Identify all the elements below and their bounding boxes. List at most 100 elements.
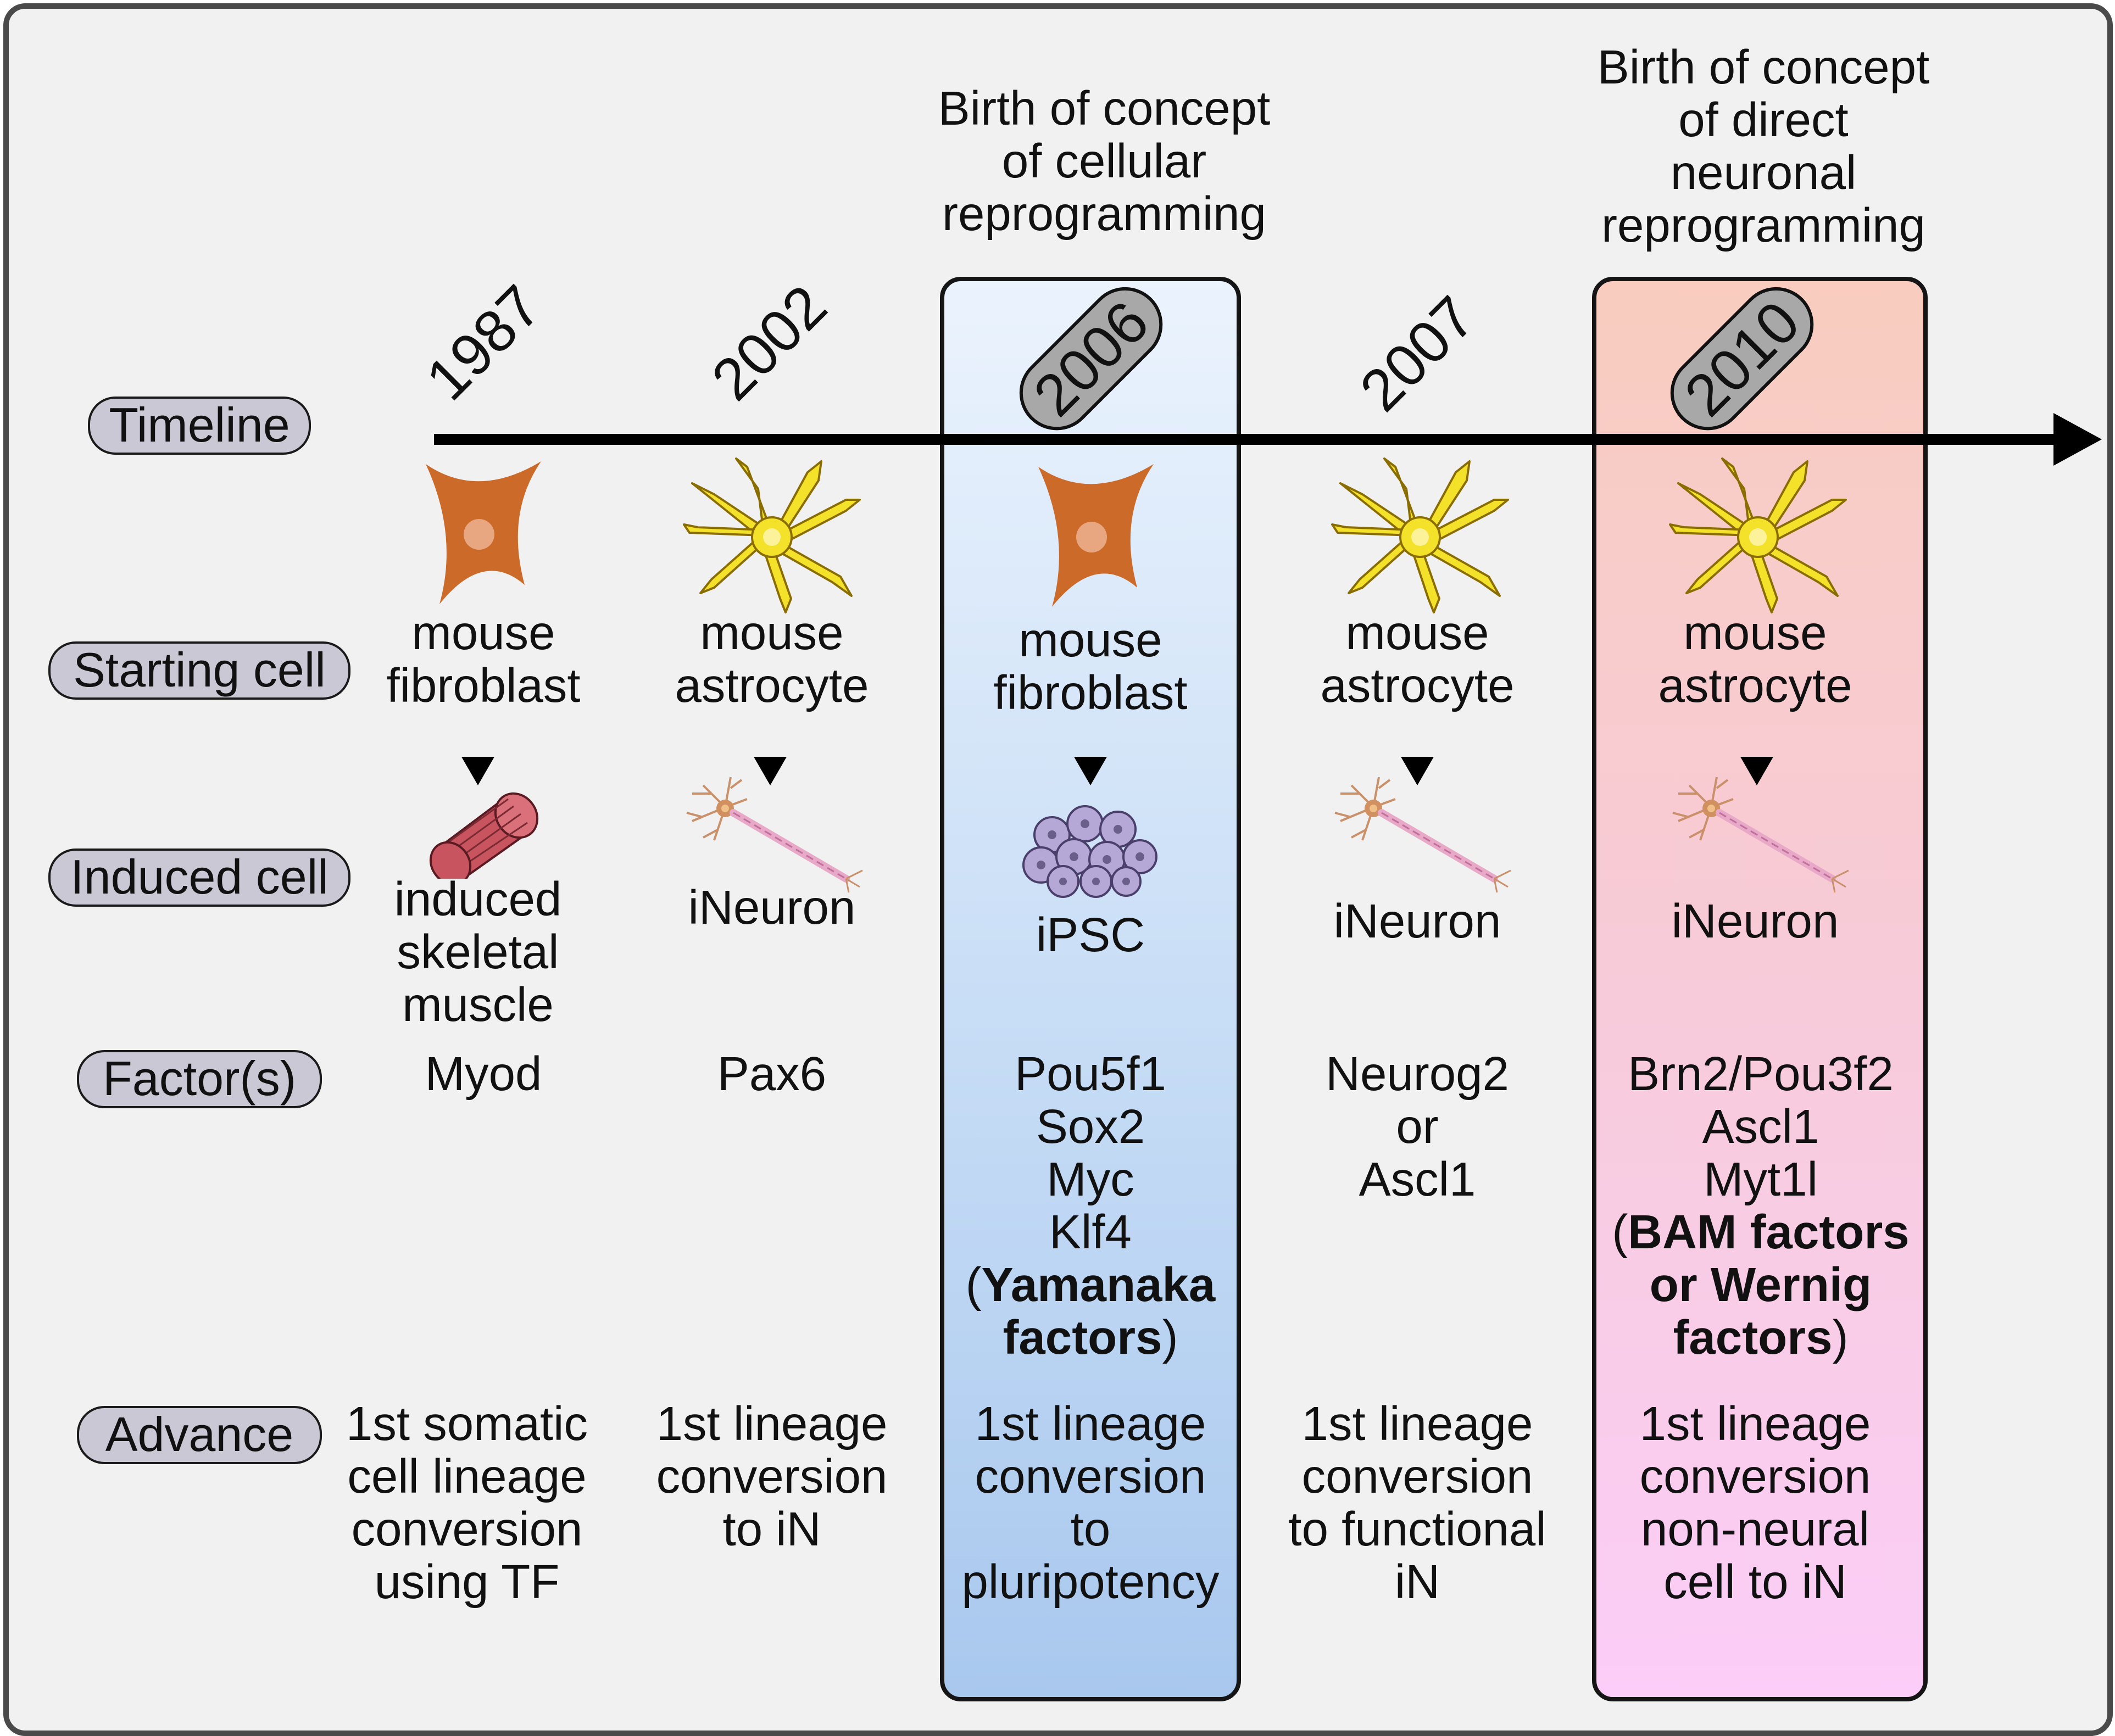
starting-line: mouse xyxy=(1345,606,1489,660)
row-label-induced-cell: Induced cell xyxy=(48,849,350,907)
advance-line: iN xyxy=(1394,1555,1440,1609)
starting-cell-2007: mouse astrocyte xyxy=(1280,607,1555,712)
timeline-arrowhead-icon xyxy=(2053,413,2102,466)
starting-line: mouse xyxy=(1683,606,1827,660)
concept-line: of direct xyxy=(1678,93,1849,147)
starting-line: astrocyte xyxy=(675,659,869,712)
advance-line: non-neural xyxy=(1641,1503,1869,1556)
concept-cellular: Birth of concept of cellular reprogrammi… xyxy=(873,82,1335,241)
neuron-icon xyxy=(1334,777,1511,893)
factor-note-bold: factors xyxy=(1003,1311,1162,1364)
factors-2006: Pou5f1 Sox2 Myc Klf4 (Yamanaka factors) xyxy=(945,1048,1236,1364)
advance-line: conversion xyxy=(1301,1450,1533,1503)
advance-line: pluripotency xyxy=(961,1555,1220,1609)
starting-cell-2002: mouse astrocyte xyxy=(634,607,909,712)
induced-line: muscle xyxy=(402,978,554,1031)
paren: ( xyxy=(1612,1205,1628,1259)
concept-line: reprogramming xyxy=(1601,199,1925,252)
advance-line: 1st lineage xyxy=(656,1397,888,1450)
concept-line: Birth of concept xyxy=(938,82,1271,135)
concept-line: of cellular xyxy=(1001,135,1207,188)
induced-cell-2007: iNeuron xyxy=(1333,895,1501,948)
astrocyte-icon xyxy=(1669,457,1847,613)
factor-line: Pou5f1 xyxy=(1015,1047,1166,1101)
advance-line: to xyxy=(1070,1503,1111,1556)
muscle-icon xyxy=(429,792,539,879)
starting-line: mouse xyxy=(1018,613,1162,667)
advance-line: to functional xyxy=(1288,1503,1546,1556)
factor-note-bold: BAM factors xyxy=(1628,1205,1910,1259)
advance-line: 1st lineage xyxy=(1639,1397,1871,1450)
induced-cell-2002: iNeuron xyxy=(688,881,856,934)
advance-2006: 1st lineage conversion to pluripotency xyxy=(945,1398,1236,1609)
row-label-timeline: Timeline xyxy=(88,397,311,455)
factors-2010: Brn2/Pou3f2 Ascl1 Myt1l (BAM factors or … xyxy=(1596,1048,1925,1364)
starting-cell-1987: mouse fibroblast xyxy=(346,607,621,712)
starting-cell-2006: mouse fibroblast xyxy=(953,614,1228,719)
advance-line: conversion xyxy=(656,1450,888,1503)
row-label-starting-cell: Starting cell xyxy=(48,641,350,700)
advance-line: 1st lineage xyxy=(1301,1397,1533,1450)
factor-line: Sox2 xyxy=(1036,1100,1145,1153)
astrocyte-icon xyxy=(1331,457,1509,613)
induced-cell-2006: iPSC xyxy=(1036,908,1145,962)
down-arrow-icon xyxy=(1074,757,1107,785)
starting-line: mouse xyxy=(411,606,555,660)
factors-2007: Neurog2 or Ascl1 xyxy=(1280,1048,1555,1206)
factors-2002: Pax6 xyxy=(717,1047,827,1101)
neuron-icon xyxy=(1672,777,1849,893)
factor-line: Brn2/Pou3f2 xyxy=(1628,1047,1894,1101)
advance-line: 1st lineage xyxy=(975,1397,1206,1450)
factors-1987: Myod xyxy=(425,1047,542,1101)
neuron-icon xyxy=(686,777,863,893)
timeline-axis xyxy=(434,434,2060,445)
factor-line: or xyxy=(1396,1100,1439,1153)
factor-line: Myt1l xyxy=(1704,1153,1818,1206)
concept-line: neuronal xyxy=(1670,146,1857,199)
astrocyte-icon xyxy=(683,457,861,613)
factor-line: Myc xyxy=(1047,1153,1134,1206)
factor-note-bold: Yamanaka xyxy=(981,1258,1216,1311)
factor-line: Neurog2 xyxy=(1326,1047,1509,1101)
induced-cell-1987: induced skeletal muscle xyxy=(341,873,615,1031)
advance-line: cell lineage xyxy=(347,1450,587,1503)
advance-2007: 1st lineage conversion to functional iN xyxy=(1266,1398,1568,1609)
factor-note-line: (BAM factors xyxy=(1596,1206,1925,1259)
factor-line: Ascl1 xyxy=(1359,1153,1476,1206)
factor-note-line: factors) xyxy=(945,1311,1236,1364)
highlight-2010 xyxy=(1592,277,1928,1701)
induced-line: skeletal xyxy=(397,925,559,979)
advance-2002: 1st lineage conversion to iN xyxy=(626,1398,917,1556)
down-arrow-icon xyxy=(461,757,494,785)
factor-note-bold: factors xyxy=(1673,1311,1833,1364)
factor-note-bold: or Wernig xyxy=(1649,1258,1872,1311)
concept-line: Birth of concept xyxy=(1597,41,1930,94)
paren: ( xyxy=(965,1258,982,1311)
advance-line: conversion xyxy=(975,1450,1206,1503)
advance-line: 1st somatic xyxy=(346,1397,588,1450)
starting-line: fibroblast xyxy=(993,666,1188,719)
fibroblast-icon xyxy=(1038,464,1154,607)
starting-line: mouse xyxy=(700,606,844,660)
factor-note-line: factors) xyxy=(1596,1311,1925,1364)
paren: ) xyxy=(1832,1311,1849,1364)
induced-line: induced xyxy=(394,873,562,926)
advance-line: conversion xyxy=(1639,1450,1871,1503)
fibroblast-icon xyxy=(426,461,541,604)
advance-line: conversion xyxy=(351,1503,583,1556)
starting-cell-2010: mouse astrocyte xyxy=(1618,607,1893,712)
starting-line: astrocyte xyxy=(1658,659,1852,712)
down-arrow-icon xyxy=(1740,757,1773,785)
concept-line: reprogramming xyxy=(942,187,1266,241)
advance-line: cell to iN xyxy=(1663,1555,1847,1609)
induced-cell-2010: iNeuron xyxy=(1671,895,1839,948)
concept-neuronal: Birth of concept of direct neuronal repr… xyxy=(1533,41,1994,252)
row-label-advance: Advance xyxy=(77,1406,322,1464)
advance-line: to iN xyxy=(722,1503,821,1556)
ipsc-cluster-icon xyxy=(1022,805,1157,898)
row-label-factors: Factor(s) xyxy=(77,1050,322,1108)
down-arrow-icon xyxy=(754,757,787,785)
factor-line: Klf4 xyxy=(1049,1205,1132,1259)
factor-line: Ascl1 xyxy=(1702,1100,1819,1153)
advance-line: using TF xyxy=(374,1555,560,1609)
